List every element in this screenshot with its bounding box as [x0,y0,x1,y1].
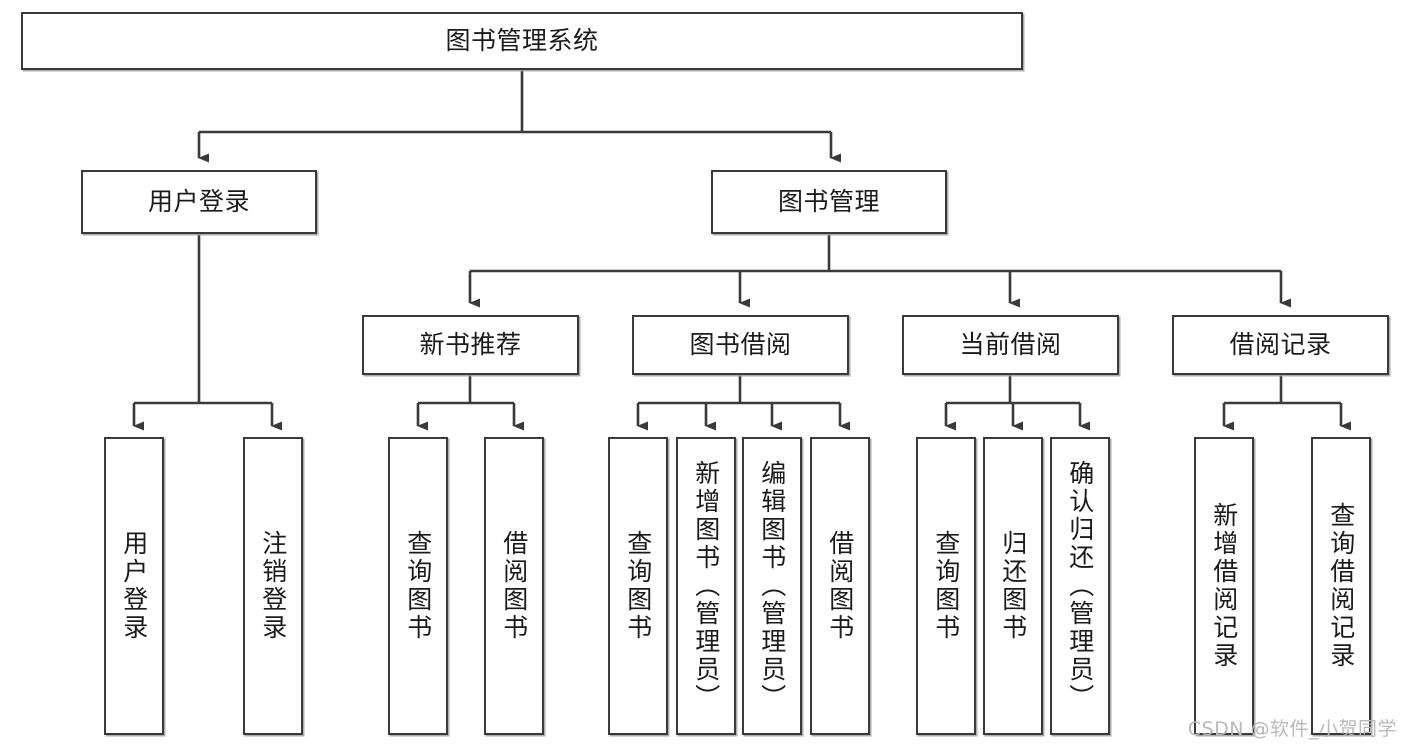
node-label: 确认归还（管理员） [1065,460,1095,712]
leaf-query-book-recommend[interactable]: 查询图书 [388,437,448,735]
node-label: 图书借阅 [689,329,792,359]
node-label: 查询图书 [623,530,653,642]
leaf-query-book-borrow[interactable]: 查询图书 [608,437,668,735]
leaf-add-book-admin[interactable]: 新增图书（管理员） [676,437,736,735]
node-label: 查询图书 [403,530,433,642]
node-label: 借阅图书 [499,530,529,642]
leaf-borrow-book[interactable]: 借阅图书 [810,437,870,735]
node-label: 借阅图书 [825,530,855,642]
node-label: 注销登录 [258,530,288,642]
node-label: 查询图书 [931,530,961,642]
leaf-borrow-book-recommend[interactable]: 借阅图书 [484,437,544,735]
node-user-login[interactable]: 用户登录 [81,170,317,234]
node-label: 新书推荐 [419,329,522,359]
node-label: 新增借阅记录 [1209,502,1239,670]
node-new-book-recommend[interactable]: 新书推荐 [362,315,579,375]
leaf-confirm-return-admin[interactable]: 确认归还（管理员） [1050,437,1110,735]
leaf-user-login[interactable]: 用户登录 [104,437,164,735]
leaf-logout-login[interactable]: 注销登录 [243,437,303,735]
node-label: 查询借阅记录 [1326,502,1356,670]
node-root-system[interactable]: 图书管理系统 [21,12,1023,70]
node-label: 用户登录 [147,186,250,216]
node-current-borrow[interactable]: 当前借阅 [902,315,1119,375]
node-book-borrow[interactable]: 图书借阅 [632,315,849,375]
leaf-query-borrow-record[interactable]: 查询借阅记录 [1311,437,1371,735]
node-label: 图书管理系统 [445,25,599,55]
leaf-query-book-current[interactable]: 查询图书 [916,437,976,735]
leaf-return-book[interactable]: 归还图书 [983,437,1043,735]
node-label: 归还图书 [998,530,1028,642]
node-label: 当前借阅 [959,329,1062,359]
node-borrow-record[interactable]: 借阅记录 [1172,315,1389,375]
node-label: 图书管理 [777,186,880,216]
leaf-edit-book-admin[interactable]: 编辑图书（管理员） [742,437,802,735]
node-label: 新增图书（管理员） [691,460,721,712]
watermark-text: CSDN @软件_小贺同学 [1187,718,1397,740]
node-label: 借阅记录 [1229,329,1332,359]
node-label: 编辑图书（管理员） [757,460,787,712]
node-label: 用户登录 [119,530,149,642]
node-book-management[interactable]: 图书管理 [711,170,947,234]
leaf-add-borrow-record[interactable]: 新增借阅记录 [1194,437,1254,735]
